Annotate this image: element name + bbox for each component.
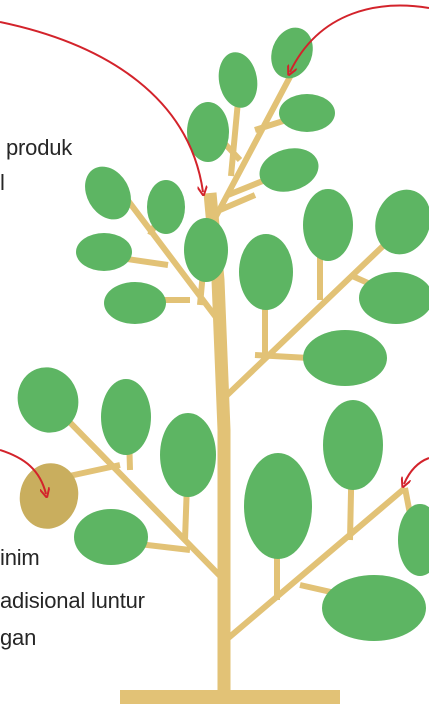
curved-arrow-icon (0, 22, 203, 192)
leaf (303, 330, 387, 386)
leaf (244, 453, 312, 559)
leaf (74, 509, 148, 565)
leaf (101, 379, 151, 455)
label-bottom-left-line2: adisional luntur (0, 588, 145, 614)
leaf (214, 49, 261, 111)
ground-bar (120, 690, 340, 704)
label-top-left-line1: produk (6, 135, 72, 161)
leaf (160, 413, 216, 497)
leaf-dead (12, 457, 85, 536)
leaf (239, 234, 293, 310)
leaf (264, 22, 319, 85)
leaf (76, 158, 140, 227)
label-top-left-line2: l (0, 170, 5, 196)
curved-arrow-icon (404, 458, 429, 484)
leaf (303, 189, 353, 261)
leaf (147, 180, 185, 234)
leaf (104, 282, 166, 324)
leaf (323, 400, 383, 490)
leaf (359, 272, 429, 324)
leaf (279, 94, 335, 132)
label-bottom-left-line3: gan (0, 625, 36, 651)
leaf (184, 218, 228, 282)
leaf (322, 575, 426, 641)
leaf (255, 142, 324, 198)
leaf (76, 233, 132, 271)
leaf (398, 504, 429, 576)
label-bottom-left-line1: inim (0, 545, 40, 571)
